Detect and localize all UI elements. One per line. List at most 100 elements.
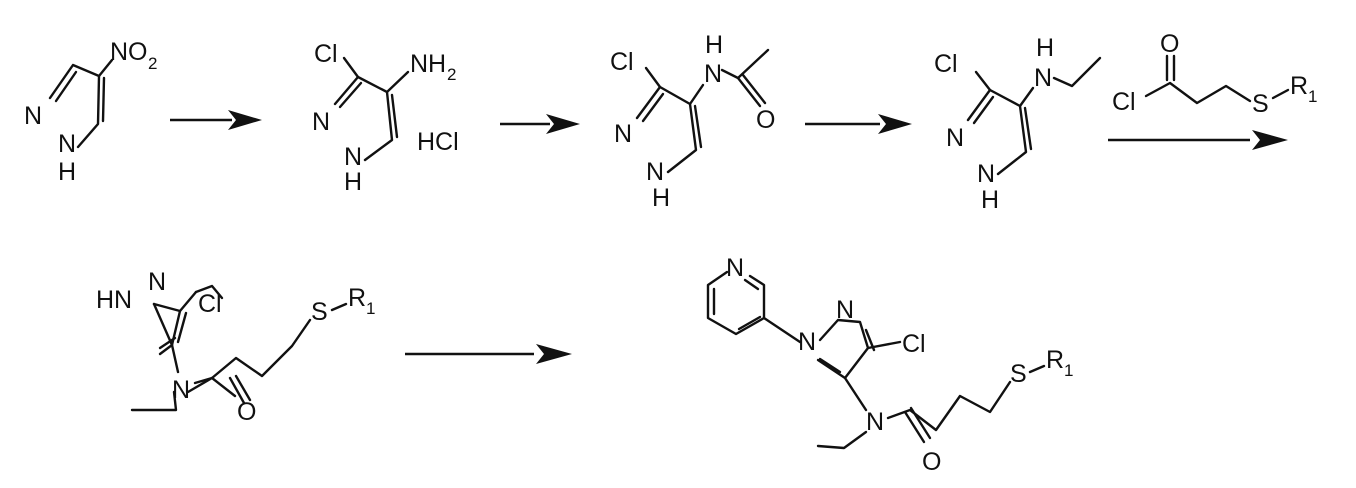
- chloro-label: Cl: [610, 48, 634, 76]
- bond: [130, 390, 178, 412]
- sulfur-label: S: [1010, 360, 1027, 388]
- bond: [170, 309, 182, 347]
- compound-nitropyrazole: N N H NO 2: [24, 38, 157, 186]
- pyridine-n-label: N: [726, 254, 744, 282]
- ring-n-label: N: [24, 102, 42, 130]
- bond: [97, 58, 114, 78]
- amine-h-label: H: [1036, 34, 1054, 62]
- ring-hn-label: HN: [96, 286, 132, 314]
- chloro-label: Cl: [934, 50, 958, 78]
- pyrazole-n1-label: N: [798, 328, 816, 356]
- bond: [843, 376, 868, 412]
- arrow-head: [1252, 130, 1288, 150]
- r-group-label: R: [1290, 72, 1308, 100]
- bond: [720, 48, 770, 80]
- compound-amide-intermediate: HN N Cl N O S R 1: [96, 268, 375, 426]
- compound-chloro-aminopyrazole-hcl: Cl NH 2 N N H HCl: [312, 40, 459, 196]
- arrow-head: [878, 114, 912, 134]
- amine-n-label: N: [1034, 64, 1052, 92]
- compound-pyridyl-product: N N N Cl N O S R 1: [706, 254, 1073, 476]
- ring-nh-label: N: [646, 158, 664, 186]
- bond: [688, 83, 705, 106]
- ring-n-label: N: [946, 124, 964, 152]
- bond: [743, 278, 760, 291]
- bond: [972, 95, 995, 125]
- reagent-acyl-chloride: O Cl S R 1: [1112, 30, 1317, 118]
- r-subscript: 1: [1308, 87, 1317, 106]
- bond: [741, 73, 767, 105]
- bond: [330, 302, 348, 312]
- bond: [176, 311, 188, 344]
- bond: [736, 76, 762, 108]
- ring-h-label: H: [652, 184, 670, 212]
- bond: [909, 406, 932, 440]
- bond: [974, 70, 992, 92]
- acyl-chloro-label: Cl: [1112, 88, 1136, 116]
- r-group-label: R: [1046, 346, 1064, 374]
- bond: [1271, 88, 1290, 100]
- ring-n-label: N: [312, 108, 330, 136]
- amide-h-label: H: [705, 31, 723, 59]
- bond: [866, 340, 902, 350]
- bond: [385, 70, 410, 94]
- bond: [338, 81, 363, 109]
- arrow-head: [546, 114, 580, 134]
- bond: [903, 410, 926, 444]
- ring-nh-label: N: [344, 143, 362, 171]
- reaction-arrow: [500, 114, 580, 134]
- hcl-salt-label: HCl: [417, 128, 459, 156]
- arrow-head: [228, 110, 262, 130]
- ring-h-label: H: [981, 186, 999, 214]
- bond: [1028, 364, 1046, 374]
- bond: [193, 376, 214, 385]
- carbonyl-o-label: O: [1160, 30, 1179, 58]
- bond: [818, 357, 842, 374]
- bond: [641, 92, 665, 123]
- bond: [1144, 81, 1252, 105]
- amide-n-label: N: [704, 60, 722, 88]
- ring-nh-label: N: [977, 160, 995, 188]
- bond: [1018, 86, 1035, 108]
- bond: [1023, 106, 1033, 151]
- nitro-label: NO: [110, 38, 148, 66]
- bond: [1052, 56, 1102, 88]
- reaction-arrow: [1108, 130, 1288, 150]
- chloro-label: Cl: [198, 290, 222, 318]
- bond: [54, 70, 78, 103]
- amino-label: NH: [410, 50, 446, 78]
- nitro-subscript: 2: [148, 54, 157, 73]
- amide-n-label: N: [866, 408, 884, 436]
- bond: [194, 284, 224, 300]
- arrow-head: [536, 344, 572, 364]
- r-subscript: 1: [1064, 361, 1073, 380]
- bond: [170, 343, 180, 374]
- reaction-arrow: [805, 114, 912, 134]
- bond: [342, 56, 360, 79]
- bond: [737, 315, 762, 331]
- compound-chloro-ethylaminopyrazole: Cl N H N N H: [934, 34, 1102, 214]
- amino-subscript: 2: [447, 65, 456, 84]
- sulfur-label: S: [1252, 90, 1269, 118]
- bond: [234, 374, 252, 402]
- ring-n-label: N: [148, 268, 166, 296]
- compound-chloro-acetamidopyrazole: Cl N H O N N H: [610, 31, 775, 212]
- bond: [644, 66, 662, 89]
- pyrazole-n2-label: N: [836, 296, 854, 324]
- carbonyl-o-label: O: [237, 398, 256, 426]
- r-subscript: 1: [366, 299, 375, 318]
- chloro-label: Cl: [902, 330, 926, 358]
- bond: [816, 430, 868, 450]
- ring-h-label: H: [344, 168, 362, 196]
- bond: [186, 376, 237, 398]
- bond: [390, 93, 399, 139]
- sulfur-label: S: [311, 298, 328, 326]
- bond: [101, 76, 106, 123]
- bond: [706, 270, 766, 336]
- bond: [762, 316, 802, 344]
- ring-h-label: H: [58, 158, 76, 186]
- r-group-label: R: [348, 284, 366, 312]
- ring-nh-label: N: [58, 130, 76, 158]
- chloro-label: Cl: [314, 40, 338, 68]
- bond: [886, 380, 1012, 432]
- reaction-arrow: [405, 344, 572, 364]
